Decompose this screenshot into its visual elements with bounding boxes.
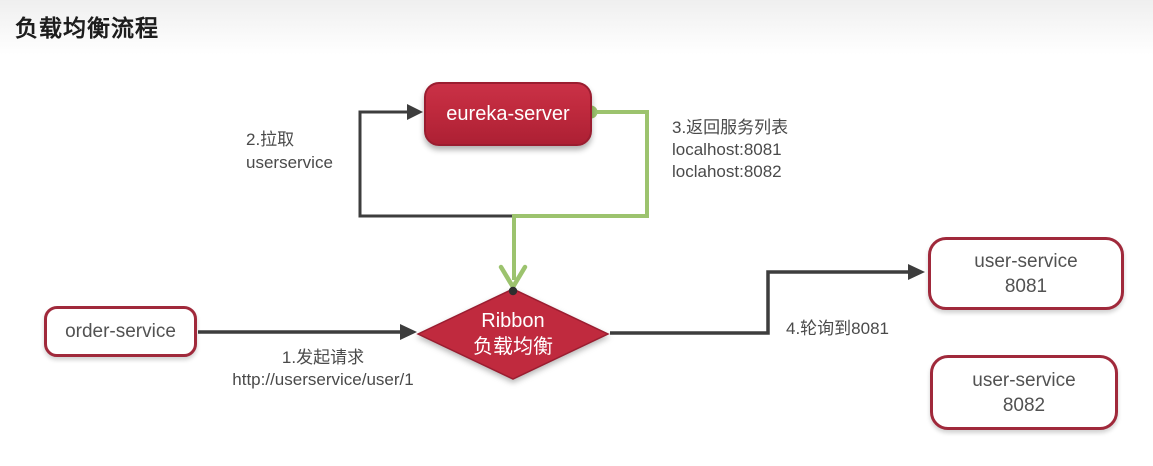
edge-label-return-line2: localhost:8081 (672, 140, 782, 159)
order-service-label: order-service (65, 321, 176, 342)
user-service-8081-port: 8081 (1004, 275, 1048, 297)
edge-round-robin-arrowhead-icon (908, 264, 925, 280)
edge-label-pull: 2.拉取 userservice (246, 128, 333, 174)
user-service-8081-name: user-service (974, 250, 1078, 272)
edge-label-pull-line2: userservice (246, 153, 333, 172)
edge-return-list-line (512, 110, 649, 280)
eureka-server-label: eureka-server (446, 102, 570, 125)
edge-label-request-line2: http://userservice/user/1 (232, 370, 414, 389)
node-user-service-8081: user-service 8081 (928, 237, 1124, 310)
edge-label-round-robin-text: 4.轮询到8081 (786, 319, 889, 338)
junction-dot-icon (508, 286, 518, 296)
edge-label-return-line3: loclahost:8082 (672, 162, 782, 181)
edge-pull-arrowhead-icon (407, 104, 423, 120)
user-service-8082-name: user-service (972, 369, 1076, 391)
node-eureka-server: eureka-server (424, 82, 592, 146)
ribbon-diamond-shape (416, 288, 610, 380)
edge-label-pull-line1: 2.拉取 (246, 130, 295, 149)
edge-label-round-robin: 4.轮询到8081 (786, 317, 889, 340)
edge-label-request: 1.发起请求 http://userservice/user/1 (210, 347, 436, 391)
edge-label-return-line1: 3.返回服务列表 (672, 118, 789, 137)
node-user-service-8082: user-service 8082 (930, 355, 1118, 430)
node-order-service: order-service (44, 306, 197, 357)
node-ribbon-label: Ribbon 负载均衡 (423, 308, 603, 360)
edge-label-return-list: 3.返回服务列表 localhost:8081 loclahost:8082 (672, 117, 788, 183)
edge-label-request-line1: 1.发起请求 (281, 348, 365, 367)
page-title: 负载均衡流程 (15, 15, 159, 41)
edge-request-arrowhead-icon (400, 324, 417, 340)
user-service-8082-port: 8082 (1002, 394, 1046, 416)
ribbon-label-line1: Ribbon (481, 310, 545, 332)
ribbon-label-line2: 负载均衡 (473, 336, 553, 358)
edge-pull-userservice-line (358, 110, 513, 218)
edge-round-robin-line (610, 270, 910, 335)
